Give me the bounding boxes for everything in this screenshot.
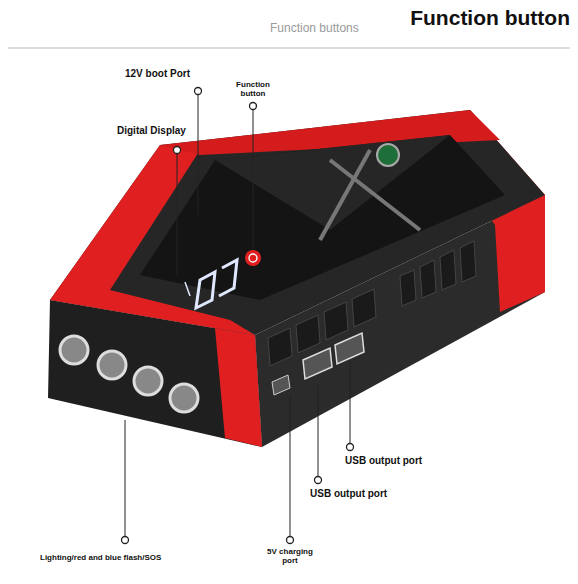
top-face <box>50 110 545 335</box>
compass-icon <box>377 144 399 166</box>
led-lights <box>60 336 198 412</box>
callout-label: Digital Display <box>117 125 186 137</box>
callout-label: 12V boot Port <box>125 68 190 80</box>
callout-label: USB output port <box>310 488 387 500</box>
red-corner <box>215 328 262 447</box>
callout-label: 5V charging port <box>262 547 318 565</box>
callout-label: Function button <box>228 80 278 98</box>
digital-display <box>185 260 237 308</box>
page-title: Function button <box>410 6 570 30</box>
header-rule <box>8 47 570 49</box>
leader-dots <box>122 88 354 544</box>
panel-stripe <box>320 150 370 240</box>
top-panel <box>140 135 505 300</box>
power-button <box>245 250 261 266</box>
subtitle: Function buttons <box>270 22 359 36</box>
leader-lines <box>125 95 350 536</box>
callout-label: USB output port <box>345 455 422 467</box>
power-symbol <box>249 254 257 262</box>
callout-label: Lighting/red and blue flash/SOS <box>40 553 161 562</box>
